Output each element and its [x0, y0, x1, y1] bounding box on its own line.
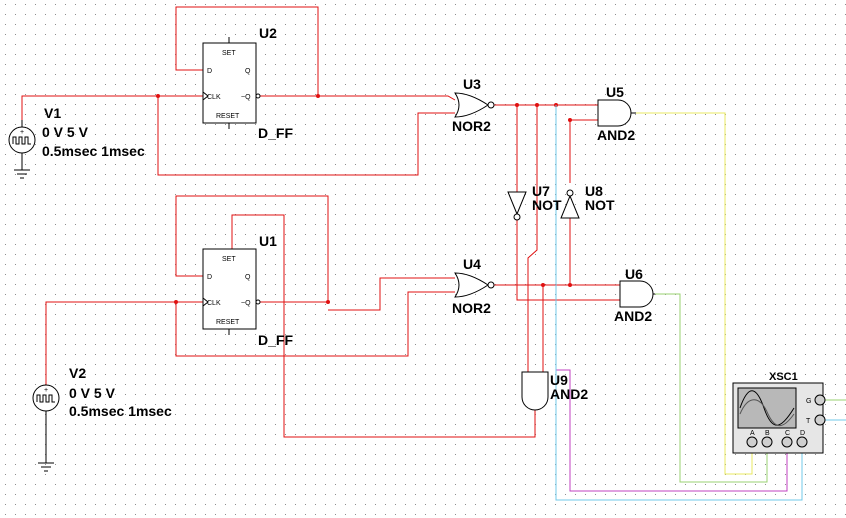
scope-label-c: C [785, 430, 790, 437]
scope-terminals [746, 394, 826, 448]
junction-dot [156, 94, 160, 98]
source-v1[interactable]: + [8, 120, 36, 179]
junction-dot [535, 103, 539, 107]
wire-scope-c[interactable] [556, 369, 788, 492]
v1-ref: V1 [44, 105, 61, 121]
u1-clk-pin: CLK [207, 300, 221, 307]
gate-u8[interactable] [560, 189, 580, 219]
junction-dot [568, 283, 572, 287]
gate-u7[interactable] [507, 191, 527, 221]
svg-text:+: + [44, 387, 48, 394]
wire-v2-clk[interactable] [45, 301, 203, 385]
gate-u5[interactable] [597, 99, 636, 127]
u2-clk-pin: CLK [207, 94, 221, 101]
scope-label-a: A [750, 430, 755, 437]
scope-label-d: D [800, 430, 805, 437]
wire-u2-feedback[interactable] [175, 6, 319, 97]
u1-set-pin: SET [222, 256, 236, 263]
u8-ref: U8 [585, 183, 603, 199]
flipflop-u2[interactable]: SET RESET D CLK Q ~Q [202, 37, 261, 129]
u9-ref: U9 [550, 372, 568, 388]
u3-ref: U3 [463, 76, 481, 92]
u5-type: AND2 [597, 127, 635, 143]
sine-wave-icon [739, 390, 795, 426]
u8-type: NOT [585, 197, 615, 213]
gate-u4[interactable] [454, 272, 495, 298]
u9-type: AND2 [550, 386, 588, 402]
xsc1-ref: XSC1 [769, 371, 798, 383]
junction-dot [515, 103, 519, 107]
u3-type: NOR2 [452, 118, 491, 134]
v1-timing: 0.5msec 1msec [42, 143, 145, 159]
wire-scope-a[interactable] [636, 112, 753, 475]
u1-ref: U1 [259, 233, 277, 249]
gate-u9[interactable] [521, 371, 549, 411]
square-wave-icon [12, 136, 31, 145]
square-wave-icon [36, 394, 55, 403]
u5-ref: U5 [606, 84, 624, 100]
u4-type: NOR2 [452, 300, 491, 316]
u2-q-pin: Q [245, 68, 251, 75]
u1-reset-pin: RESET [216, 319, 240, 326]
source-v2[interactable]: + [32, 384, 60, 472]
scope-terminal-c[interactable] [781, 436, 793, 448]
gate-u3[interactable] [454, 92, 495, 118]
v2-amplitude: 0 V 5 V [69, 385, 116, 401]
flipflop-u1[interactable]: SET RESET D CLK Q ~Q [202, 248, 261, 335]
u1-qn-pin: ~Q [241, 300, 251, 307]
junction-dot [326, 300, 330, 304]
red-wires [21, 6, 620, 438]
wire-clk-u3[interactable] [157, 96, 455, 176]
u7-ref: U7 [532, 183, 550, 199]
scope-wires [555, 105, 846, 501]
junction-dot [541, 283, 545, 287]
scope-terminal-a[interactable] [746, 436, 758, 448]
scope-terminal-d[interactable] [796, 436, 808, 448]
junction-dot [174, 300, 178, 304]
wire-u1-feedback[interactable] [175, 195, 329, 303]
gate-u6[interactable] [619, 280, 655, 308]
scope-label-t: T [806, 418, 811, 425]
wire-v1-clk[interactable] [21, 95, 203, 120]
scope-terminal-b[interactable] [761, 436, 773, 448]
scope-terminal-g[interactable] [814, 394, 826, 406]
oscilloscope-xsc1[interactable]: A B C D G T [732, 382, 826, 454]
u6-ref: U6 [625, 266, 643, 282]
scope-label-b: B [765, 430, 770, 437]
u6-type: AND2 [614, 308, 652, 324]
u4-ref: U4 [463, 256, 481, 272]
junction-dot [568, 118, 572, 122]
u2-reset-pin: RESET [216, 113, 240, 120]
wire-u7-u6[interactable] [516, 220, 620, 301]
u1-q-pin: Q [245, 274, 251, 281]
scope-screen [737, 387, 797, 429]
wire-u2q-u3[interactable] [318, 95, 456, 101]
u1-type: D_FF [258, 332, 293, 348]
u2-d-pin: D [207, 68, 212, 75]
u7-type: NOT [532, 197, 562, 213]
wire-u9-out[interactable] [231, 214, 536, 438]
v2-ref: V2 [69, 365, 86, 381]
junction-dot [316, 94, 320, 98]
u1-d-pin: D [207, 274, 212, 281]
wire-scope-d[interactable] [555, 105, 803, 501]
u2-ref: U2 [259, 25, 277, 41]
wire-u3-u9[interactable] [527, 105, 538, 372]
u2-qn-pin: ~Q [241, 94, 251, 101]
wire-junctions [156, 94, 572, 304]
u2-type: D_FF [258, 125, 293, 141]
wire-clk-u4[interactable] [175, 291, 455, 357]
u2-set-pin: SET [222, 50, 236, 57]
wire-u1q-u4[interactable] [328, 277, 455, 311]
v1-amplitude: 0 V 5 V [42, 124, 89, 140]
svg-text:+: + [20, 129, 24, 136]
wire-scope-b[interactable] [655, 293, 768, 483]
scope-terminal-t[interactable] [814, 414, 826, 426]
scope-label-g: G [806, 398, 811, 405]
v2-timing: 0.5msec 1msec [69, 403, 172, 419]
